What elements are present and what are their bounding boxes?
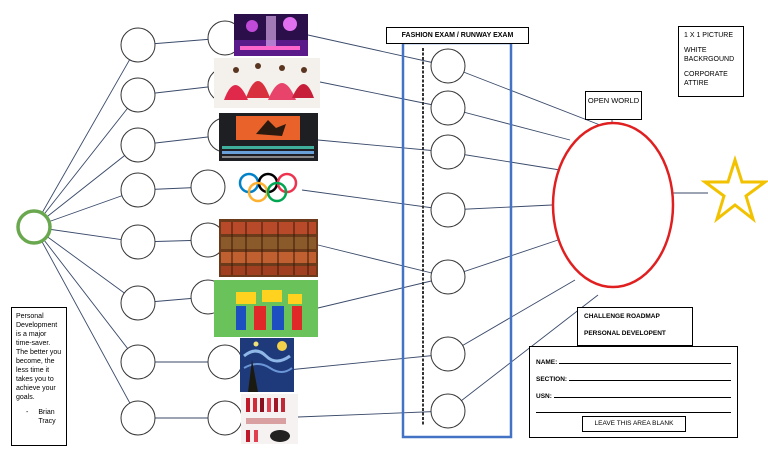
start-hub bbox=[16, 209, 52, 245]
attire-note: CORPORATE ATTIRE bbox=[684, 71, 728, 87]
step-circles-1 bbox=[120, 27, 156, 436]
quote-author: Brian Tracy bbox=[38, 409, 56, 425]
quote-dash: - bbox=[26, 409, 29, 416]
quote-box: Personal Development is a major time-sav… bbox=[11, 307, 67, 446]
picture-size-note: 1 X 1 PICTURE bbox=[684, 32, 734, 39]
olympic-rings-image bbox=[238, 172, 298, 203]
section-row: SECTION: bbox=[536, 366, 731, 383]
background-note: WHITE BACKRGOUND bbox=[684, 47, 735, 63]
section-label: SECTION: bbox=[536, 376, 568, 383]
exam-circles bbox=[430, 48, 466, 429]
usn-line[interactable] bbox=[553, 397, 731, 398]
leave-blank-box: LEAVE THIS AREA BLANK bbox=[582, 416, 686, 432]
goal-star-icon bbox=[700, 155, 768, 224]
exam-title: FASHION EXAM / RUNWAY EXAM bbox=[401, 32, 514, 39]
open-world-oval bbox=[551, 121, 675, 289]
starry-night-image bbox=[240, 338, 294, 392]
usn-row: USN: bbox=[536, 383, 731, 400]
usn-label: USN: bbox=[536, 393, 552, 400]
open-world-label: OPEN WORLD bbox=[587, 96, 640, 105]
bookshelf-image bbox=[219, 219, 318, 277]
name-row: NAME: bbox=[536, 351, 731, 366]
picture-note-box: 1 X 1 PICTURE WHITE BACKRGOUND CORPORATE… bbox=[678, 26, 744, 97]
concert-stage-image bbox=[234, 14, 308, 56]
open-world-box: OPEN WORLD bbox=[585, 91, 642, 120]
quote-text: Personal Development is a major time-sav… bbox=[16, 313, 62, 401]
roadmap-title: CHALLENGE ROADMAP bbox=[584, 313, 660, 320]
quote-attribution: - Brian Tracy bbox=[16, 408, 62, 426]
section-line[interactable] bbox=[569, 380, 731, 381]
name-line[interactable] bbox=[559, 363, 731, 364]
exam-title-box: FASHION EXAM / RUNWAY EXAM bbox=[386, 27, 529, 44]
student-info-form: NAME: SECTION: USN: LEAVE THIS AREA BLAN… bbox=[529, 346, 738, 438]
name-label: NAME: bbox=[536, 359, 558, 366]
leave-blank-label: LEAVE THIS AREA BLANK bbox=[594, 420, 674, 427]
dancers-image bbox=[214, 58, 320, 108]
roadmap-subtitle: PERSONAL DEVELOPENT bbox=[584, 330, 666, 337]
blank-line bbox=[536, 400, 731, 413]
makeup-kit-image bbox=[241, 394, 298, 444]
flag-bearers-image bbox=[214, 280, 318, 337]
roadmap-title-box: CHALLENGE ROADMAP PERSONAL DEVELOPENT bbox=[577, 307, 693, 346]
video-editor-image bbox=[219, 113, 318, 161]
